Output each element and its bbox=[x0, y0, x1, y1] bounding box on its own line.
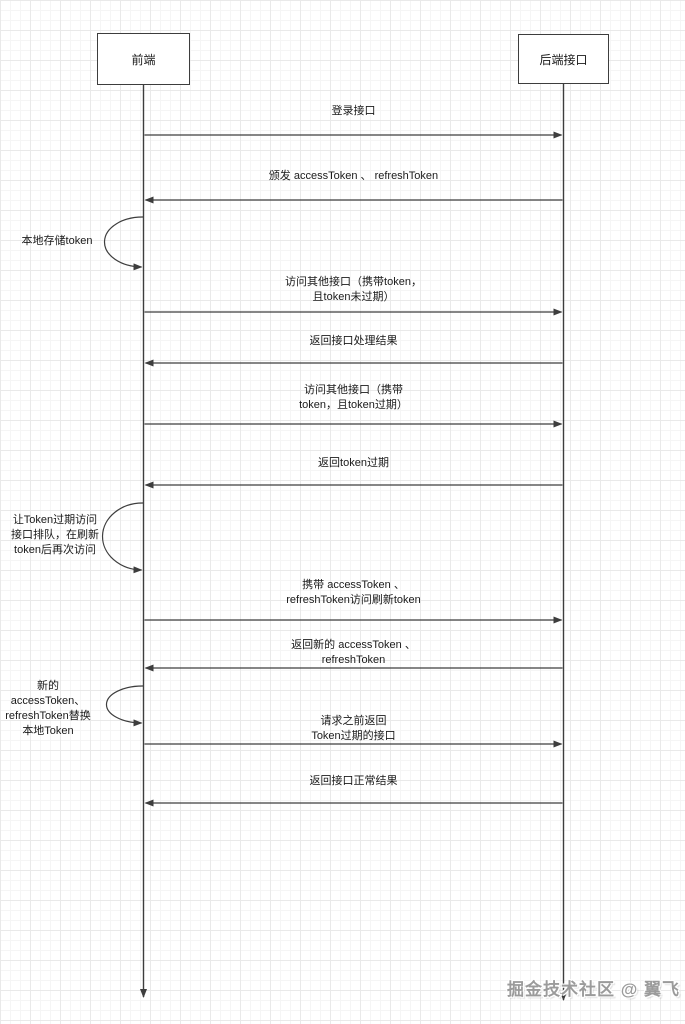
message-label-11: 请求之前返回 Token过期的接口 bbox=[311, 715, 396, 742]
self-message-label-10: 新的 accessToken、 refreshToken替换 本地Token bbox=[5, 680, 91, 737]
actor-frontend: 前端 bbox=[97, 33, 190, 85]
self-loop-arrow-2 bbox=[103, 216, 144, 271]
actor-frontend-label: 前端 bbox=[131, 52, 156, 67]
message-label-3: 访问其他接口（携带token， 且token未过期） bbox=[285, 276, 422, 303]
message-label-0: 登录接口 bbox=[331, 105, 376, 117]
message-label-1: 颁发 accessToken 、 refreshToken bbox=[268, 170, 439, 182]
message-label-4: 返回接口处理结果 bbox=[309, 335, 398, 347]
message-label-8: 携带 accessToken 、 refreshToken访问刷新token bbox=[286, 579, 421, 606]
actor-backend-label: 后端接口 bbox=[539, 52, 588, 67]
actor-backend: 后端接口 bbox=[518, 34, 609, 84]
self-message-label-2: 本地存储token bbox=[21, 235, 93, 247]
self-message-label-7: 让Token过期访问 接口排队，在刷新 token后再次访问 bbox=[11, 514, 99, 556]
message-label-6: 返回token过期 bbox=[318, 457, 389, 469]
message-label-5: 访问其他接口（携带 token，且token过期） bbox=[299, 384, 408, 411]
self-loop-arrow-7 bbox=[101, 502, 144, 574]
message-label-12: 返回接口正常结果 bbox=[309, 775, 398, 787]
self-loop-arrow-10 bbox=[105, 685, 144, 727]
message-label-9: 返回新的 accessToken 、 refreshToken bbox=[291, 639, 416, 666]
watermark: 掘金技术社区 @ 翼飞 bbox=[506, 980, 680, 999]
